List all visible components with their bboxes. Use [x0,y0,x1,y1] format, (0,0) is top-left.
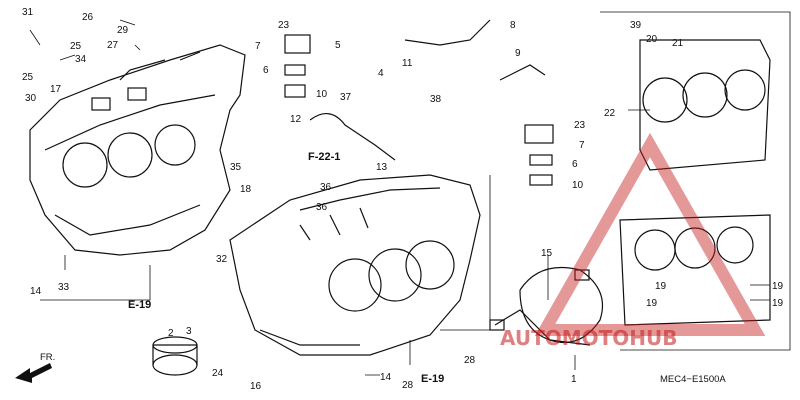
callout-23: 23 [278,20,290,31]
callout-6-b: 6 [572,159,578,170]
callout-19-b: 19 [772,281,784,292]
callout-10: 10 [316,89,328,100]
callout-28: 28 [464,355,476,366]
callout-4: 4 [378,68,384,79]
callout-9: 9 [515,48,521,59]
callout-39: 39 [630,20,642,31]
diagram-code: MEC4−E1500A [660,374,726,385]
watermark: AUTOMOTOHUB [500,132,766,350]
callouts: 31 26 29 27 25 25 34 17 30 23 7 6 10 12 … [22,7,784,392]
callout-14-b: 14 [380,372,392,383]
leader-lines [29,19,770,376]
callout-31: 31 [22,7,34,18]
callout-26: 26 [82,12,94,23]
callout-25-b: 25 [22,72,34,83]
callout-18: 18 [240,184,252,195]
callout-19-d: 19 [772,298,784,309]
callout-7-b: 7 [579,140,585,151]
callout-19-c: 19 [646,298,658,309]
callout-11: 11 [402,58,413,69]
callout-28-b: 28 [402,380,414,391]
callout-30: 30 [25,93,37,104]
callout-23-b: 23 [574,120,586,131]
callout-34: 34 [75,54,87,65]
callout-7: 7 [255,41,261,52]
callout-19: 19 [655,281,667,292]
wiring-harness [489,266,604,346]
lower-crankcase [229,174,481,356]
callout-10-b: 10 [572,180,584,191]
ref-e19: E-19 [128,299,151,311]
fr-label: FR. [40,352,55,363]
callout-12: 12 [290,114,302,125]
callout-5: 5 [335,40,341,51]
callout-16: 16 [250,381,262,392]
callout-33: 33 [58,282,70,293]
callout-8: 8 [510,20,516,31]
head-gasket [600,11,791,351]
callout-36-b: 36 [316,202,328,213]
callout-22: 22 [604,108,616,119]
breather-hoses [284,19,554,186]
callout-17: 17 [50,84,62,95]
callout-14: 14 [30,286,42,297]
front-direction-arrow: FR. [15,352,55,383]
callout-21: 21 [672,38,684,49]
ref-e19-b: E-19 [421,373,444,385]
callout-2: 2 [168,328,174,339]
callout-6: 6 [263,65,269,76]
callout-25: 25 [70,41,82,52]
callout-35: 35 [230,162,242,173]
callout-36: 36 [320,182,332,193]
callout-37: 37 [340,92,352,103]
callout-38: 38 [430,94,442,105]
callout-3: 3 [186,326,192,337]
callout-24: 24 [212,368,224,379]
upper-crankcase [29,44,246,256]
callout-20: 20 [646,34,658,45]
callout-27: 27 [107,40,119,51]
watermark-text: AUTOMOTOHUB [500,326,678,350]
oil-filter [152,336,198,376]
callout-32: 32 [216,254,228,265]
callout-13: 13 [376,162,388,173]
callout-29: 29 [117,25,129,36]
callout-15: 15 [541,248,553,259]
callout-1: 1 [571,374,577,385]
ref-f22-1: F-22-1 [308,151,340,163]
